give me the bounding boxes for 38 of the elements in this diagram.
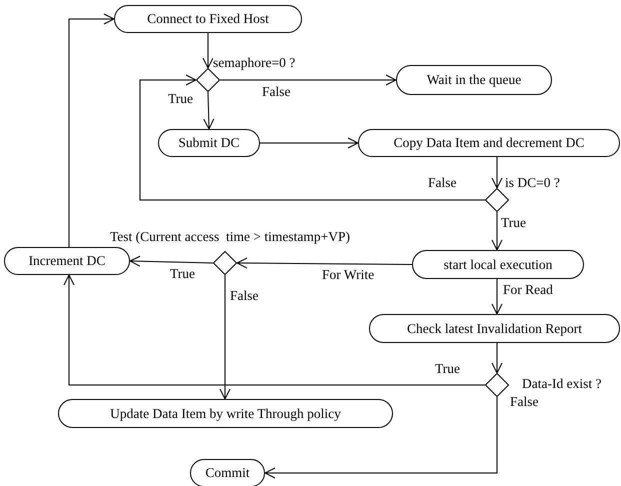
condition-label: is DC=0 ? xyxy=(505,176,560,190)
edge-label: True xyxy=(435,362,460,376)
condition-label: semaphore=0 ? xyxy=(213,56,296,70)
edge-label: False xyxy=(262,85,290,98)
activity-box: Submit DC xyxy=(158,129,260,157)
activity-box: Commit xyxy=(190,459,265,486)
arrow xyxy=(220,274,230,400)
arrow xyxy=(220,74,396,86)
activity-box: Connect to Fixed Host xyxy=(114,5,302,33)
arrow xyxy=(264,396,498,478)
edge-label: For Write xyxy=(322,268,374,282)
edge-label: False xyxy=(230,289,258,302)
arrow xyxy=(492,156,502,188)
arrow xyxy=(492,278,502,314)
activity-box: Update Data Item by write Through policy xyxy=(58,399,393,428)
arrow xyxy=(202,32,214,68)
activity-box: Wait in the queue xyxy=(396,65,552,95)
edge-label: True xyxy=(170,267,196,280)
activity-box: Copy Data Item and decrement DC xyxy=(358,129,620,157)
arrow xyxy=(492,212,502,250)
edge-label: False xyxy=(428,176,456,190)
edge-label: True xyxy=(168,92,194,106)
arrow xyxy=(68,14,114,248)
edge-label: True xyxy=(501,216,526,230)
edge-label: For Read xyxy=(503,283,553,296)
arrow xyxy=(130,256,214,267)
condition-label: Data-Id exist ? xyxy=(522,377,602,390)
activity-box: Check latest Invalidation Report xyxy=(369,314,620,343)
arrow xyxy=(140,74,486,200)
edge-label: False xyxy=(510,395,538,408)
arrow xyxy=(203,92,214,130)
arrow xyxy=(64,274,486,386)
activity-box: Increment DC xyxy=(4,247,130,275)
arrow xyxy=(492,342,502,374)
activity-box: start local execution xyxy=(412,250,584,279)
arrow xyxy=(260,138,358,148)
arrow xyxy=(236,258,412,269)
condition-label: Test (Current access time > timestamp+VP) xyxy=(110,230,350,244)
